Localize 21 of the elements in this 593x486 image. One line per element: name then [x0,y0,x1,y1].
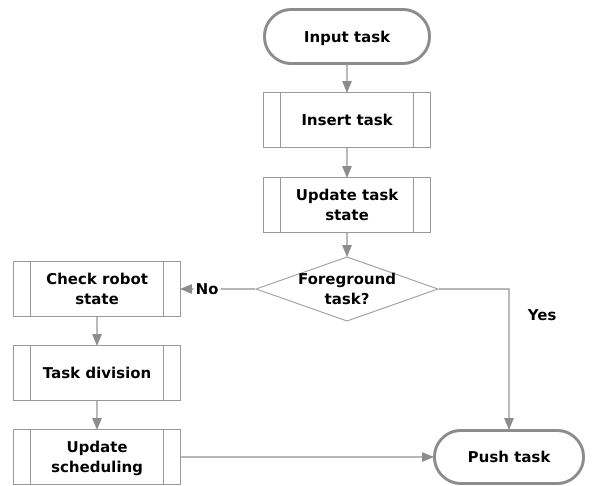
step-label: Insert task [300,110,394,130]
step-label: Update task state [294,185,400,225]
step-label: Update scheduling [50,437,144,477]
decision-diamond [255,256,439,322]
process-box [263,177,431,233]
process-box [13,345,181,401]
step-label: Check robot state [45,269,149,309]
arrow [439,288,514,430]
process-box [263,92,431,148]
step-label: Push task [466,447,552,467]
process-box [13,429,181,485]
arrow [92,317,102,346]
arrow [342,233,352,257]
arrow [92,401,102,430]
step-label: Input task [302,26,392,46]
arrow [342,148,352,178]
arrow [342,65,352,93]
step-label: Foreground task? [296,269,398,309]
step-label: Task division [42,363,152,383]
process-box [13,261,181,317]
arrow [181,452,434,462]
